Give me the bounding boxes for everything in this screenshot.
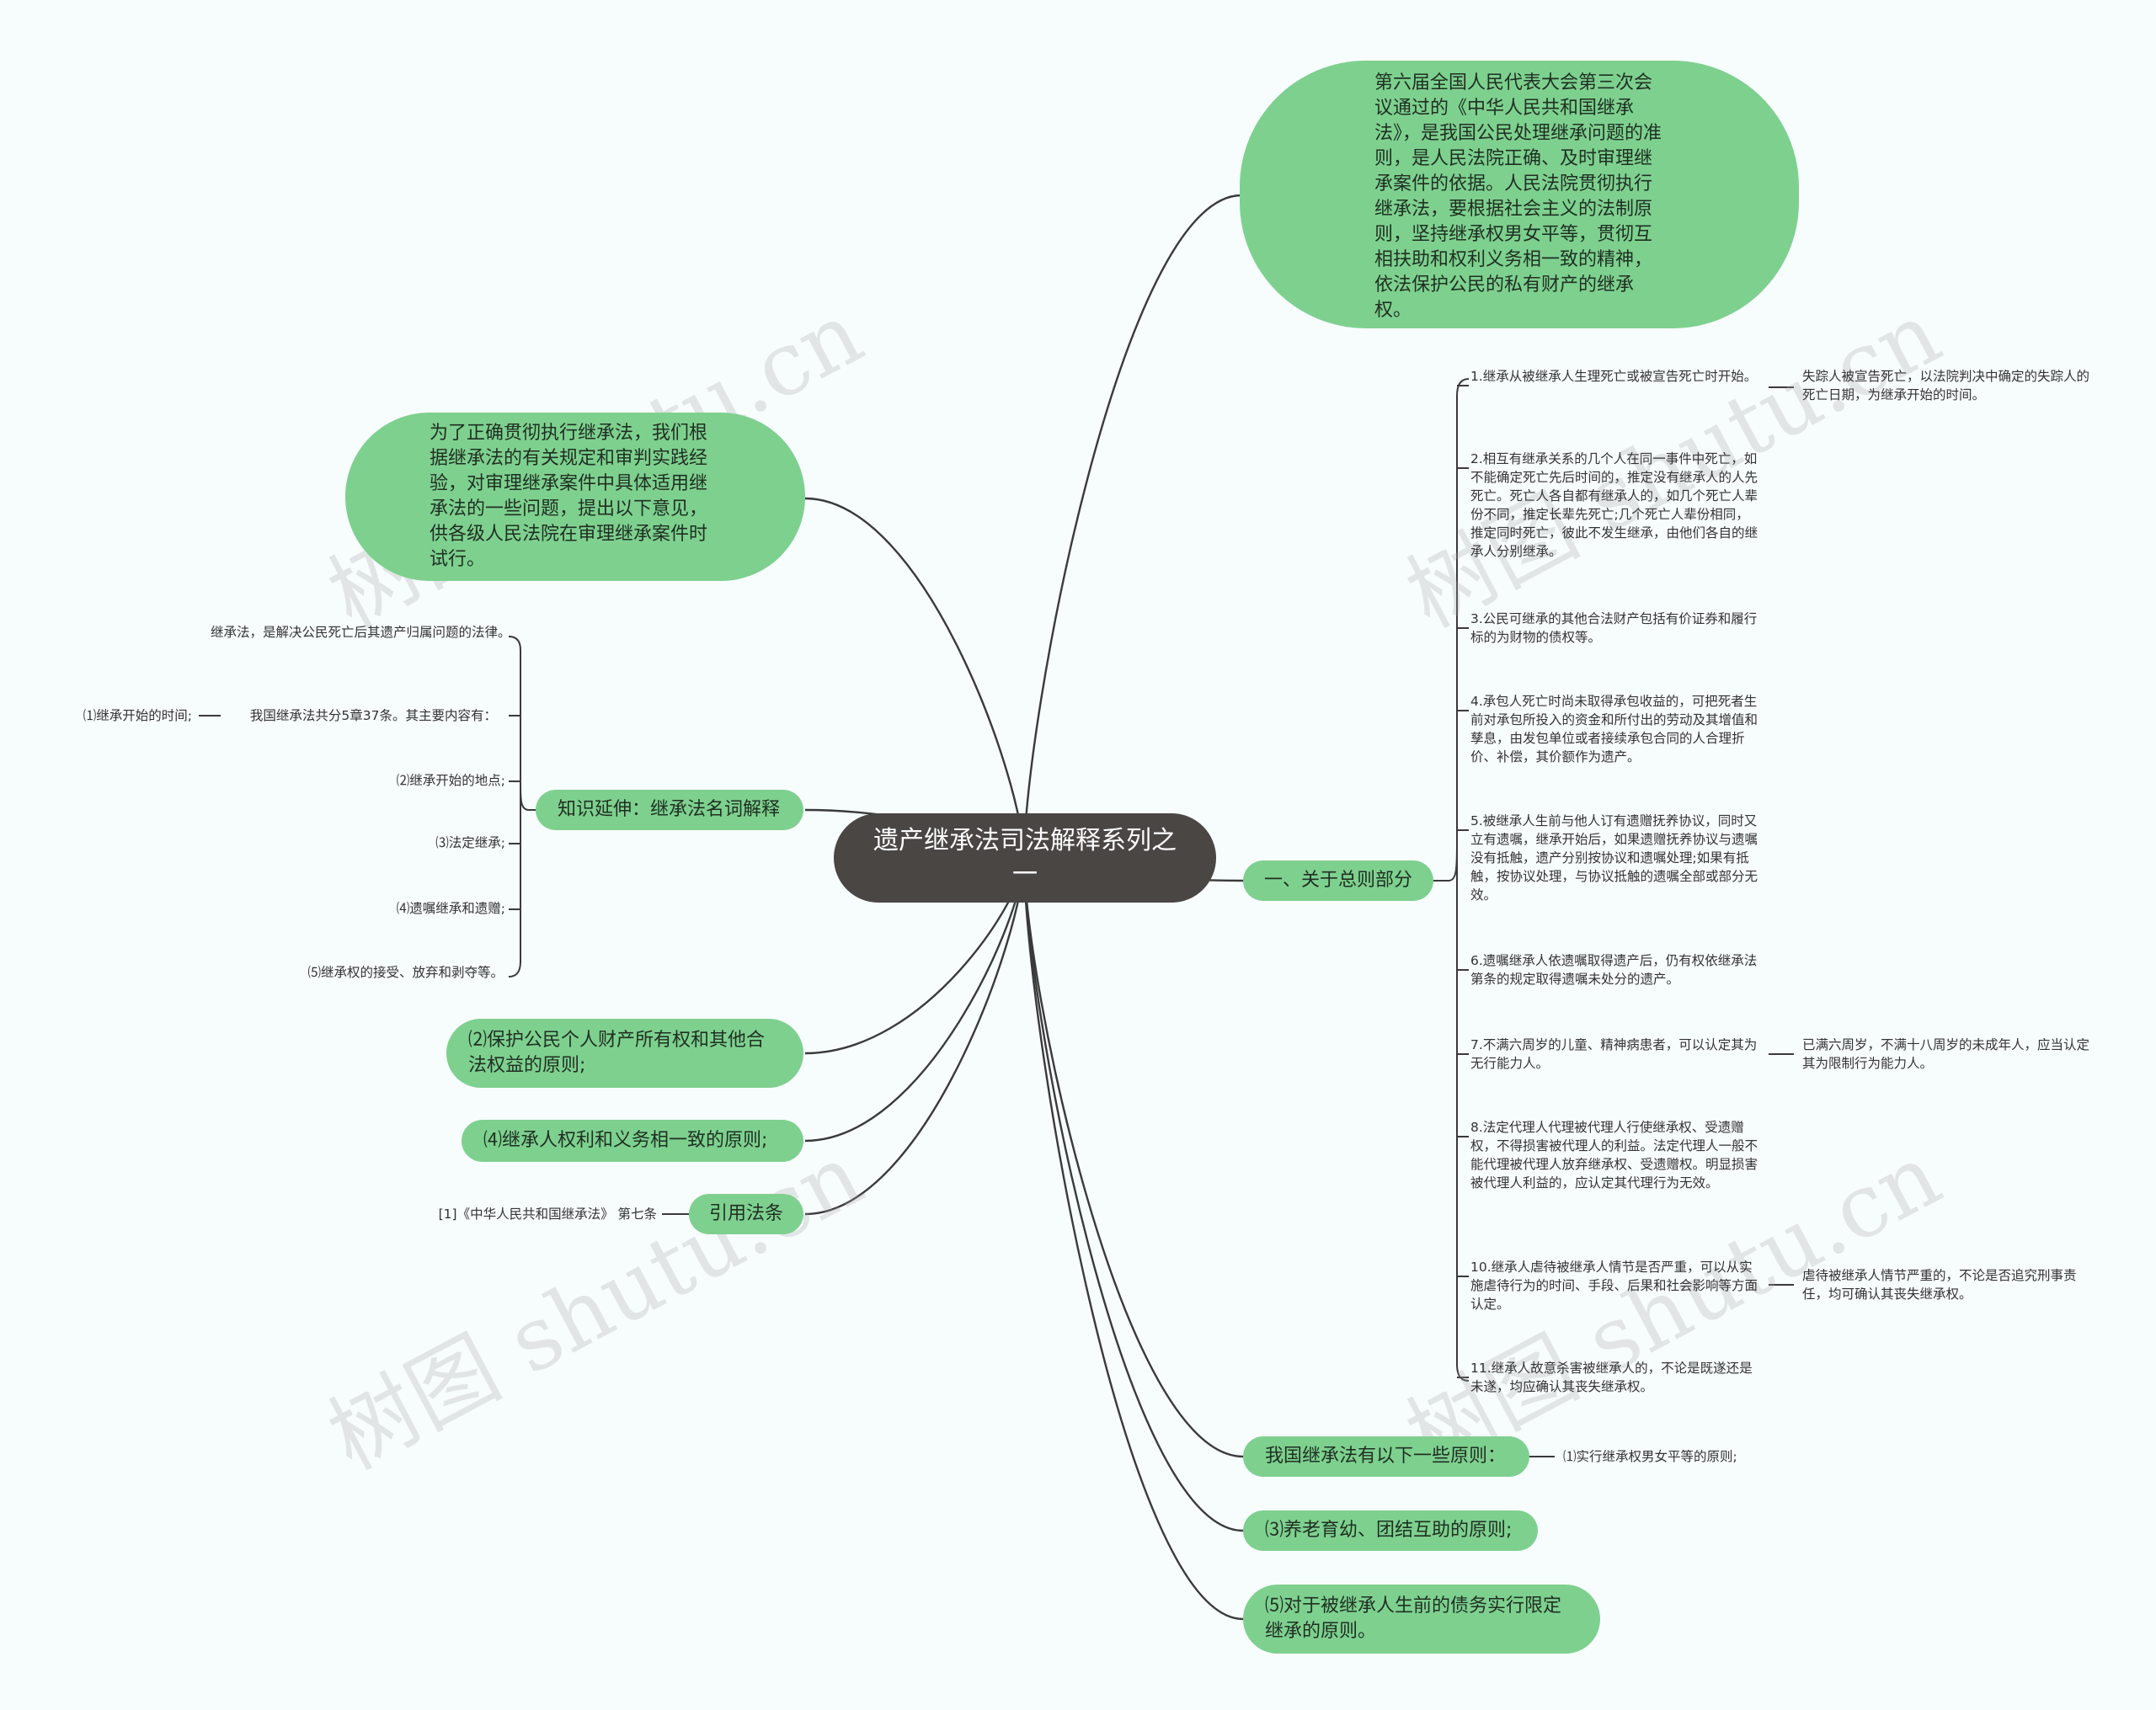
trunk-line [1022, 857, 1244, 1458]
general-side-item: 失踪人被宣告死亡，以法院判决中确定的失踪人的死亡日期，为继承开始的时间。 [1802, 369, 2090, 402]
bracket-line [508, 783, 521, 978]
principle-2-text: ⑵保护公民个人财产所有权和其他合法权益的原则; [468, 1030, 766, 1076]
trunk-line [1022, 194, 1242, 859]
general-branch[interactable]: 一、关于总则部分 [1243, 860, 1433, 901]
knowledge-label: 知识延伸：继承法名词解释 [558, 799, 781, 820]
bracket-line [1448, 378, 1470, 882]
general-side-item: 已满六周岁，不满十八周岁的未成年人，应当认定其为限制行为能力人。 [1802, 1037, 2090, 1071]
knowledge-item: 继承法，是解决公民死亡后其遗产归属问题的法律。 [211, 625, 511, 640]
general-side-item: 虐待被继承人情节严重的，不论是否追究刑事责任，均可确认其丧失继承权。 [1802, 1268, 2077, 1302]
general-item: 1.继承从被继承人生理死亡或被宣告死亡时开始。 [1470, 369, 1758, 384]
intro-text: 第六届全国人民代表大会第三次会议通过的《中华人民共和国继承法》，是我国公民处理继… [1374, 72, 1662, 321]
central-topic-title: 遗产继承法司法解释系列之一 [873, 826, 1177, 889]
general-item: 6.遗嘱继承人依遗嘱取得遗产后，仍有权依继承法第条的规定取得遗嘱未处分的遗产。 [1470, 953, 1758, 987]
general-item: 3.公民可继承的其他合法财产包括有价证券和履行标的为财物的债权等。 [1470, 611, 1758, 645]
preface-text: 为了正确贯彻执行继承法，我们根据继承法的有关规定和审判实践经验，对审理继承案件中… [430, 423, 708, 570]
knowledge-sub-item: ⑴继承开始的时间; [83, 708, 192, 723]
knowledge-item: ⑷遗嘱继承和遗赠; [396, 901, 505, 916]
trunk-line [1022, 857, 1244, 1532]
general-item: 8.法定代理人代理被代理人行使继承权、受遗赠权，不得损害被代理人的利益。法定代理… [1470, 1120, 1758, 1191]
principles-intro-label: 我国继承法有以下一些原则： [1265, 1446, 1507, 1467]
principle-3-text: ⑶养老育幼、团结互助的原则; [1265, 1520, 1513, 1541]
citation-label: 引用法条 [708, 1203, 783, 1224]
trunk-line [1022, 857, 1244, 1621]
principle-5-text: ⑸对于被继承人生前的债务实行限定继承的原则。 [1265, 1595, 1562, 1642]
principle-4-branch[interactable]: ⑷继承人权利和义务相一致的原则; [462, 1120, 803, 1162]
general-item: 5.被继承人生前与他人订有遗赠抚养协议，同时又立有遗嘱，继承开始后，如果遗赠抚养… [1470, 813, 1758, 903]
general-item: 7.不满六周岁的儿童、精神病患者，可以认定其为无行能力人。 [1470, 1037, 1758, 1071]
central-topic[interactable]: 遗产继承法司法解释系列之一 [834, 813, 1216, 903]
citation-item: [1]《中华人民共和国继承法》 第七条 [438, 1207, 657, 1222]
general-item: 10.继承人虐待被继承人情节是否严重，可以从实施虐待行为的时间、手段、后果和社会… [1470, 1260, 1758, 1312]
intro-blob[interactable]: 第六届全国人民代表大会第三次会议通过的《中华人民共和国继承法》，是我国公民处理继… [1240, 61, 1799, 328]
citation-branch[interactable]: 引用法条 [689, 1194, 803, 1234]
general-item: 2.相互有继承关系的几个人在同一事件中死亡，如不能确定死亡先后时间的，推定没有继… [1470, 451, 1758, 559]
principles-intro-item: ⑴实行继承权男女平等的原则; [1563, 1449, 1737, 1464]
knowledge-item: 我国继承法共分5章37条。其主要内容有： [249, 708, 497, 723]
principle-4-text: ⑷继承人权利和义务相一致的原则; [483, 1130, 768, 1151]
bracket-line [508, 636, 530, 811]
trunk-line [804, 497, 1026, 859]
general-label: 一、关于总则部分 [1263, 870, 1412, 891]
principles-intro-branch[interactable]: 我国继承法有以下一些原则： [1243, 1436, 1529, 1477]
knowledge-item: ⑸继承权的接受、放弃和剥夺等。 [307, 965, 504, 980]
trunk-line [804, 857, 1026, 1216]
knowledge-item: ⑶法定继承; [435, 835, 505, 850]
bracket-line [1456, 842, 1470, 1382]
preface-blob[interactable]: 为了正确贯彻执行继承法，我们根据继承法的有关规定和审判实践经验，对审理继承案件中… [345, 413, 805, 581]
principle-3-branch[interactable]: ⑶养老育幼、团结互助的原则; [1243, 1510, 1538, 1551]
general-item: 4.承包人死亡时尚未取得承包收益的，可把死者生前对承包所投入的资金和所付出的劳动… [1470, 694, 1758, 764]
principle-5-branch[interactable]: ⑸对于被继承人生前的债务实行限定继承的原则。 [1243, 1585, 1600, 1654]
principle-2-branch[interactable]: ⑵保护公民个人财产所有权和其他合法权益的原则; [446, 1019, 803, 1088]
general-item: 11.继承人故意杀害被继承人的，不论是既遂还是未遂，均应确认其丧失继承权。 [1470, 1361, 1753, 1394]
knowledge-item: ⑵继承开始的地点; [396, 773, 505, 788]
knowledge-branch[interactable]: 知识延伸：继承法名词解释 [536, 790, 803, 830]
